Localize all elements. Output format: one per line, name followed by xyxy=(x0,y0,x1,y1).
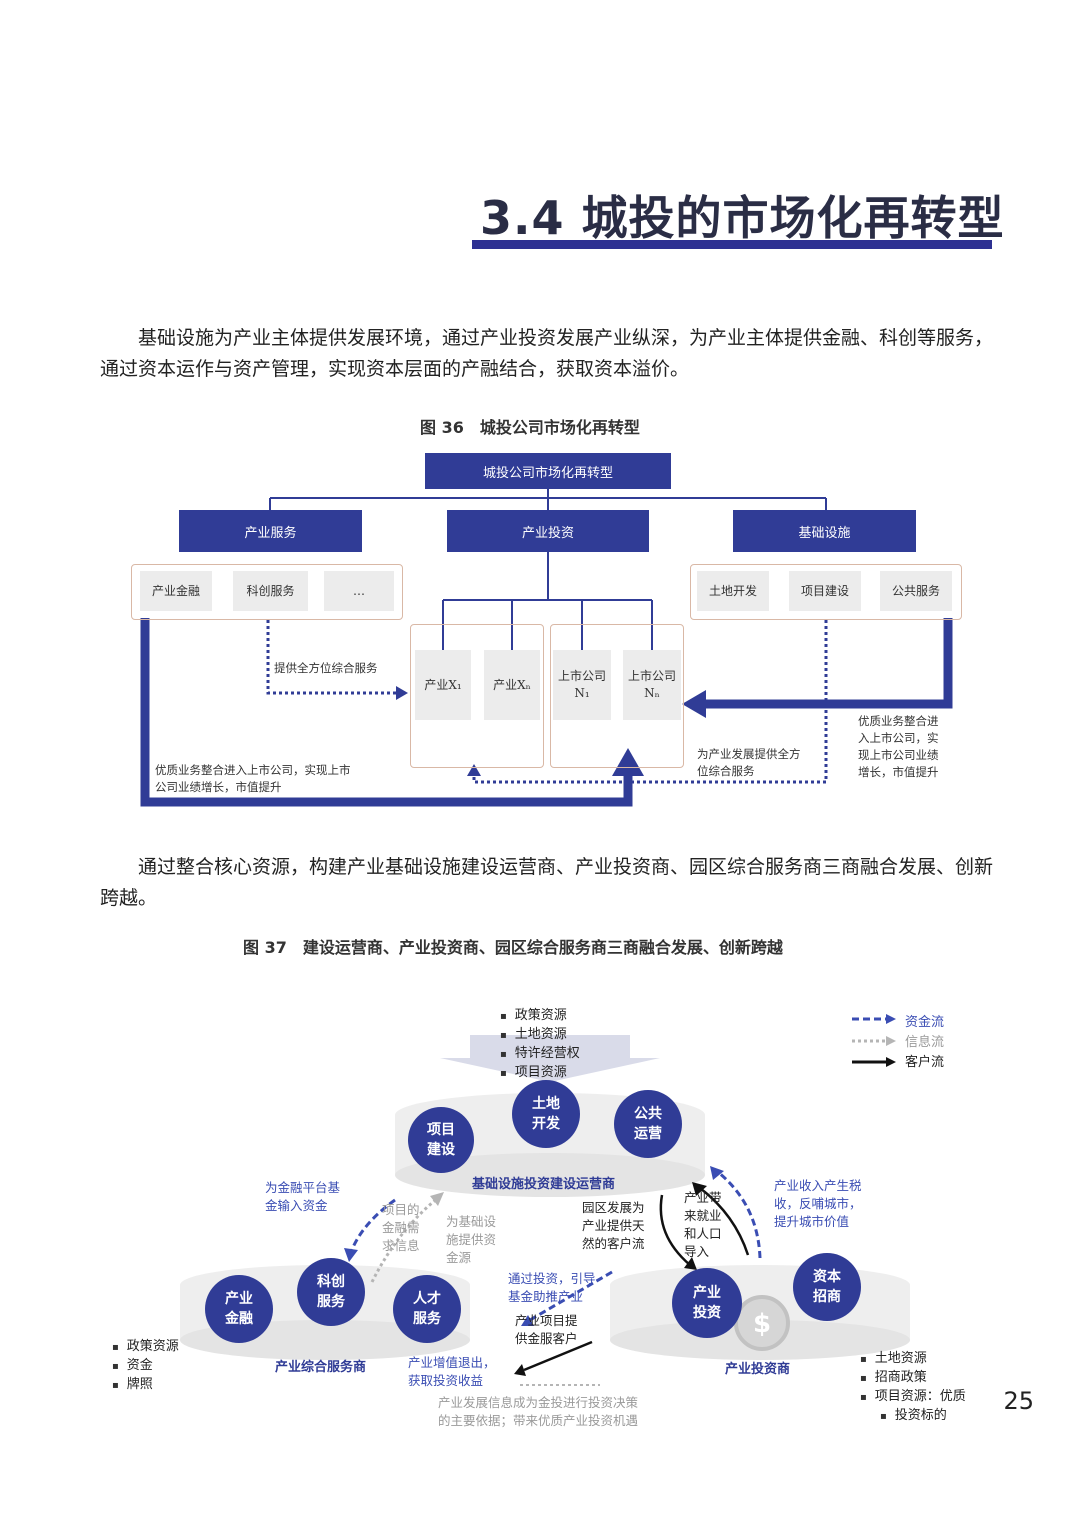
fig37-t-bottom-1: 产业发展信息成为金投进行投资决策 xyxy=(438,1395,639,1410)
fig36-note-right-4: 增长，市值提升 xyxy=(858,765,939,779)
fig37-t-infra-supply-2: 施提供资 xyxy=(446,1232,497,1247)
fig36-branch-service: 产业服务 xyxy=(179,510,362,552)
fig37-t-fin-platform-1: 为金融平台基 xyxy=(265,1180,341,1195)
section-title: 3.4 城投的市场化再转型 xyxy=(480,191,1005,245)
fig37-circle-ind-invest: 产业 投资 xyxy=(672,1268,742,1338)
figure36-diagram: 城投公司市场化再转型 产业服务 产业投资 基础设施 产业金融 科创服务 … 土地… xyxy=(131,453,962,807)
fig37-left-resource: 牌照 xyxy=(112,1376,179,1395)
fig37-t-invest-guide-2: 基金助推产业 xyxy=(508,1289,584,1304)
fig37-circle-ind-finance: 产业 金融 xyxy=(205,1275,273,1343)
fig36-note-right-1: 优质业务整合进 xyxy=(858,714,939,728)
figure36-caption: 图 36 城投公司市场化再转型 xyxy=(420,418,640,437)
fig36-industry-frame xyxy=(410,624,544,768)
fig36-service-frame xyxy=(131,564,403,620)
fig36-listed-n1-line2: N₁ xyxy=(574,686,590,700)
fig36-listed-nn-line2: Nₙ xyxy=(644,686,660,700)
fig37-circle-land-dev: 土地 开发 xyxy=(512,1080,580,1148)
intro-paragraph: 基础设施为产业主体提供发展环境，通过产业投资发展产业纵深，为产业主体提供金融、科… xyxy=(100,327,994,380)
fig37-left-resource: 资金 xyxy=(112,1357,179,1376)
fig37-legend: 资金流 信息流 客户流 xyxy=(905,1010,944,1070)
fig36-item-project: 项目建设 xyxy=(789,571,861,611)
fig37-circle-talent-service: 人才 服务 xyxy=(393,1275,461,1343)
fig37-right-resource: 招商政策 xyxy=(860,1369,966,1388)
fig37-right-resource: 土地资源 xyxy=(860,1350,966,1369)
legend-info-flow: 信息流 xyxy=(905,1034,945,1050)
fig36-item-more: … xyxy=(324,571,394,611)
fig37-infra-label: 基础设施投资建设运营商 xyxy=(472,1177,616,1192)
fig37-invest-label: 产业投资商 xyxy=(725,1362,791,1377)
fig37-top-resource: 政策资源 xyxy=(500,1007,580,1026)
fig36-listed-nn-line1: 上市公司 xyxy=(627,669,676,683)
fig37-top-resource: 特许经营权 xyxy=(500,1045,580,1064)
fig37-t-project-fin-2: 供金服客户 xyxy=(515,1331,578,1346)
fig36-item-finance: 产业金融 xyxy=(140,571,212,611)
fig37-t-jobs-3: 和人口 xyxy=(684,1226,722,1241)
fig37-t-tax-3: 提升城市价值 xyxy=(774,1214,850,1229)
fig36-item-tech: 科创服务 xyxy=(233,571,308,611)
fig37-t-exit-2: 获取投资收益 xyxy=(408,1373,484,1388)
fig37-t-project-info-1: 项目的 xyxy=(382,1202,420,1217)
fig37-t-bottom-2: 的主要依据；带来优质产业投资机遇 xyxy=(438,1413,639,1428)
fig37-t-park-3: 然的客户流 xyxy=(582,1236,645,1251)
fig37-t-project-info-3: 求信息 xyxy=(382,1238,420,1253)
fig36-industry-x1: 产业X₁ xyxy=(415,650,471,720)
fig37-t-tax-1: 产业收入产生税 xyxy=(774,1178,862,1193)
fig36-listed-frame xyxy=(550,624,684,768)
fig36-item-land: 土地开发 xyxy=(697,571,769,611)
fig36-item-public: 公共服务 xyxy=(880,571,952,611)
fig36-listed-n1-line1: 上市公司 xyxy=(557,669,606,683)
fig37-left-resource: 政策资源 xyxy=(112,1338,179,1357)
fig36-branch-invest: 产业投资 xyxy=(447,510,649,552)
fig36-note-full-service: 提供全方位综合服务 xyxy=(274,661,378,675)
fig36-note-center-2: 位综合服务 xyxy=(697,764,755,778)
fig37-t-park-2: 产业提供天 xyxy=(582,1218,645,1233)
figure37-caption: 图 37 建设运营商、产业投资商、园区综合服务商三商融合发展、创新跨越 xyxy=(243,938,783,957)
fig36-note-left-bottom-1: 优质业务整合进入上市公司，实现上市 xyxy=(155,763,351,777)
figure37-diagram: $ 政策资源 土地资源 特许经营权 项目资源 资金流 信息流 客户 xyxy=(0,990,1080,1430)
fig36-infra-frame xyxy=(690,564,962,620)
fig37-t-jobs-4: 导入 xyxy=(684,1244,710,1259)
fig37-right-resource-cont: 投资标的 xyxy=(860,1407,966,1426)
second-paragraph: 通过整合核心资源，构建产业基础设施建设运营商、产业投资商、园区综合服务商三商融合… xyxy=(100,856,994,909)
fig37-right-resource: 项目资源：优质 xyxy=(860,1388,966,1407)
fig37-service-label: 产业综合服务商 xyxy=(275,1360,367,1375)
fig37-top-resource: 土地资源 xyxy=(500,1026,580,1045)
fig37-t-infra-supply-1: 为基础设 xyxy=(446,1214,497,1229)
fig37-t-infra-supply-3: 金源 xyxy=(446,1250,472,1265)
fig37-t-park-1: 园区发展为 xyxy=(582,1200,645,1215)
fig37-top-resource: 项目资源 xyxy=(500,1064,580,1083)
page-number: 25 xyxy=(1003,1387,1034,1415)
legend-customer-flow: 客户流 xyxy=(905,1054,945,1070)
fig37-circle-tech-service: 科创 服务 xyxy=(297,1258,365,1326)
fig37-t-project-info-2: 金融需 xyxy=(382,1220,420,1235)
fig36-note-left-bottom-2: 公司业绩增长，市值提升 xyxy=(155,780,282,794)
fig37-circle-capital-attract: 资本 招商 xyxy=(793,1253,861,1321)
fig37-top-resources: 政策资源 土地资源 特许经营权 项目资源 xyxy=(500,1007,580,1083)
fig37-t-exit-1: 产业增值退出， xyxy=(408,1355,496,1370)
fig37-right-resources: 土地资源 招商政策 项目资源：优质 投资标的 xyxy=(860,1350,966,1426)
svg-text:$: $ xyxy=(753,1309,771,1339)
fig37-t-project-fin-1: 产业项目提 xyxy=(515,1313,578,1328)
fig37-t-jobs-2: 来就业 xyxy=(684,1208,722,1223)
fig36-listed-nn: 上市公司 Nₙ xyxy=(623,650,681,720)
fig36-industry-xn: 产业Xₙ xyxy=(484,650,540,720)
fig37-t-invest-guide-1: 通过投资，引导 xyxy=(508,1271,596,1286)
fig37-t-fin-platform-2: 金输入资金 xyxy=(265,1198,328,1213)
fig36-branch-infra: 基础设施 xyxy=(733,510,916,552)
fig36-note-center-1: 为产业发展提供全方 xyxy=(697,747,801,761)
fig37-circle-project-build: 项目 建设 xyxy=(408,1107,474,1173)
legend-capital-flow: 资金流 xyxy=(905,1014,945,1030)
fig36-note-right-3: 现上市公司业绩 xyxy=(858,748,939,762)
title-underline xyxy=(472,240,992,249)
fig37-left-resources: 政策资源 资金 牌照 xyxy=(112,1338,179,1395)
fig36-note-right-2: 入上市公司，实 xyxy=(858,731,939,745)
fig36-listed-n1: 上市公司 N₁ xyxy=(553,650,611,720)
fig37-circle-public-ops: 公共 运营 xyxy=(614,1090,682,1158)
fig36-top-box: 城投公司市场化再转型 xyxy=(425,453,671,489)
fig37-t-tax-2: 收，反哺城市， xyxy=(774,1196,862,1211)
fig37-t-jobs-1: 产业带 xyxy=(684,1190,722,1205)
